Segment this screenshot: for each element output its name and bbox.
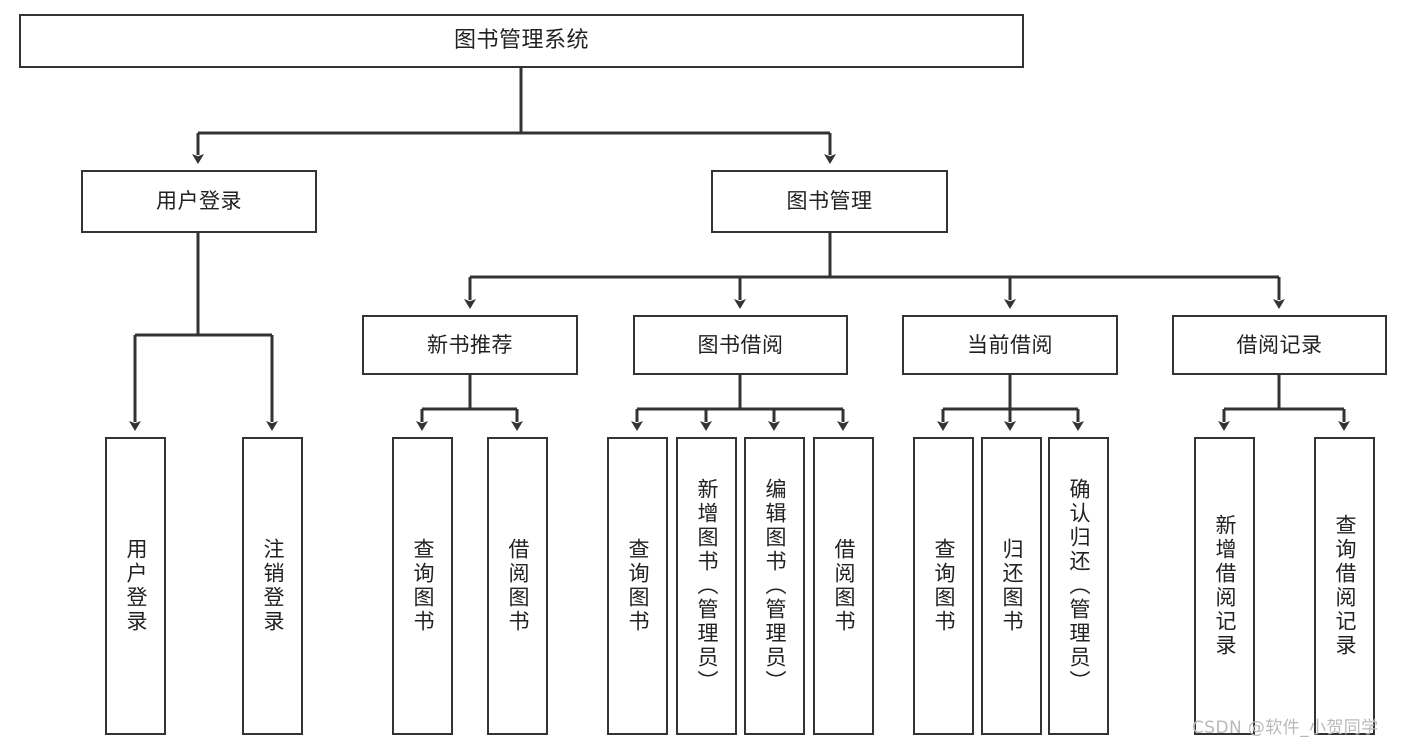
node-label: 用户登录 [124,538,148,634]
leaf-query-book-new-rec[interactable]: 查询图书 [392,437,453,735]
leaf-query-book-borrow[interactable]: 查询图书 [607,437,668,735]
node-user-login[interactable]: 用户登录 [81,170,317,233]
node-label: 新增借阅记录 [1213,514,1237,658]
leaf-borrow-book-new-rec[interactable]: 借阅图书 [487,437,548,735]
node-label: 新书推荐 [427,332,513,357]
node-label: 新增图书（管理员） [695,478,719,694]
node-new-book-recommendation[interactable]: 新书推荐 [362,315,578,375]
leaf-return-book[interactable]: 归还图书 [981,437,1042,735]
leaf-query-borrow-record[interactable]: 查询借阅记录 [1314,437,1375,735]
leaf-add-borrow-record[interactable]: 新增借阅记录 [1194,437,1255,735]
leaf-query-book-current[interactable]: 查询图书 [913,437,974,735]
node-label: 确认归还（管理员） [1067,478,1091,694]
node-label: 查询图书 [932,538,956,634]
node-label: 编辑图书（管理员） [763,478,787,694]
node-label: 借阅记录 [1236,332,1323,357]
node-label: 用户登录 [156,189,242,214]
node-book-borrow[interactable]: 图书借阅 [633,315,848,375]
leaf-borrow-book[interactable]: 借阅图书 [813,437,874,735]
leaf-confirm-return-admin[interactable]: 确认归还（管理员） [1048,437,1109,735]
node-label: 借阅图书 [506,538,530,634]
leaf-add-book-admin[interactable]: 新增图书（管理员） [676,437,737,735]
node-label: 归还图书 [1000,538,1024,634]
node-label: 图书管理 [786,189,873,214]
node-borrow-record[interactable]: 借阅记录 [1172,315,1387,375]
leaf-edit-book-admin[interactable]: 编辑图书（管理员） [744,437,805,735]
node-label: 查询借阅记录 [1333,514,1357,658]
node-label: 查询图书 [626,538,650,634]
node-label: 当前借阅 [967,332,1053,357]
csdn-watermark: CSDN @软件_小贺同学 [1192,718,1379,738]
node-label: 查询图书 [411,538,435,634]
node-label: 图书借阅 [697,332,784,357]
node-current-borrow[interactable]: 当前借阅 [902,315,1118,375]
node-root-book-management-system[interactable]: 图书管理系统 [19,14,1024,68]
node-label: 图书管理系统 [453,28,589,54]
node-label: 借阅图书 [832,538,856,634]
leaf-logout-login[interactable]: 注销登录 [242,437,303,735]
node-label: 注销登录 [261,538,285,634]
node-book-management[interactable]: 图书管理 [711,170,948,233]
leaf-user-login[interactable]: 用户登录 [105,437,166,735]
